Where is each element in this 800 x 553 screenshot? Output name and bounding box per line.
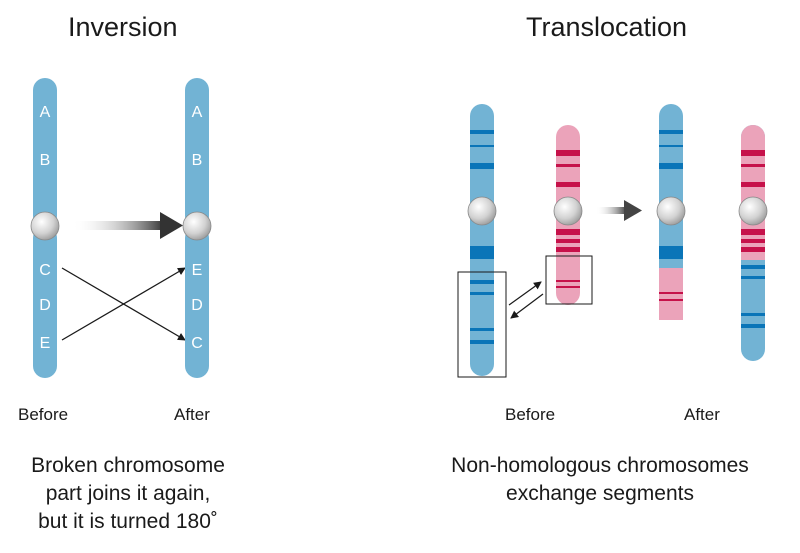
band [470,292,494,295]
gene-label: A [40,104,51,121]
band [741,164,765,167]
inversion-transition-arrow [72,212,183,239]
centromere [553,196,583,226]
band [741,276,765,279]
band [556,150,580,156]
band [470,145,494,147]
translocation-after-caption: After [684,405,720,424]
gene-label: A [192,104,203,121]
gene-label: B [192,152,203,169]
pink-segment-selection-box [545,255,593,305]
band [556,229,580,235]
translocation-after-chromosome-1 [656,104,686,320]
gene-label: C [191,335,203,352]
band [556,164,580,167]
band [556,280,580,282]
gene-label: D [39,297,51,314]
gene-label: C [39,262,51,279]
translocation-before-blue-chromosome [467,104,497,376]
arrow-e-to-top [61,267,186,341]
band [556,286,580,288]
description-line: part joins it again, [45,482,211,505]
inversion-after-caption: After [174,405,210,424]
chromosome-upper-arm [33,78,57,228]
inversion-title: Inversion [68,12,178,42]
inversion-description: Broken chromosome part joins it again, b… [0,452,256,536]
band [741,324,765,328]
translocation-description: Non-homologous chromosomes exchange segm… [420,452,780,508]
translocation-transition-arrow [596,200,642,221]
blue-segment-selection-box [457,271,507,378]
centromere [30,211,60,241]
centromere [467,196,497,226]
band [556,182,580,187]
band [659,299,683,301]
band [659,163,683,169]
translocation-after-chromosome-2 [738,125,768,361]
band [741,229,765,235]
band [659,145,683,147]
translocation-title: Translocation [526,12,688,42]
inversion-before-chromosome: A B C D E [30,78,60,378]
centromere [738,196,768,226]
band [470,246,494,259]
arrow-to-pink [508,281,542,306]
chromosome-lower-arm [33,226,57,378]
inversion-after-chromosome: A B E D C [182,78,212,378]
band [741,247,765,252]
description-line: Broken chromosome [31,454,225,477]
gene-label: E [192,262,203,279]
translocation-before-pink-chromosome [553,125,583,305]
chromosome-lower-arm [185,226,209,378]
band [470,130,494,134]
band [741,239,765,243]
band [659,130,683,134]
band [470,328,494,331]
band [741,265,765,269]
band [470,280,494,284]
description-line: but it is turned 180˚ [38,510,218,533]
band [556,239,580,243]
gene-label: B [40,152,51,169]
description-line: Non-homologous chromosomes [451,454,749,477]
description-line: exchange segments [506,482,694,505]
band [659,292,683,294]
band [470,163,494,169]
band [741,313,765,316]
arrow-to-blue [510,293,544,319]
inversion-before-caption: Before [18,405,69,424]
band [556,247,580,252]
centromere [182,211,212,241]
band [470,340,494,344]
chromosome-upper-arm [185,78,209,228]
gene-label: D [191,297,203,314]
segment-exchange-arrows [508,281,544,319]
gene-label: E [40,335,51,352]
translocation-before-caption: Before [505,405,556,424]
inversion-cross-arrows [61,267,186,341]
band [741,182,765,187]
band [741,150,765,156]
centromere [656,196,686,226]
band [659,246,683,259]
